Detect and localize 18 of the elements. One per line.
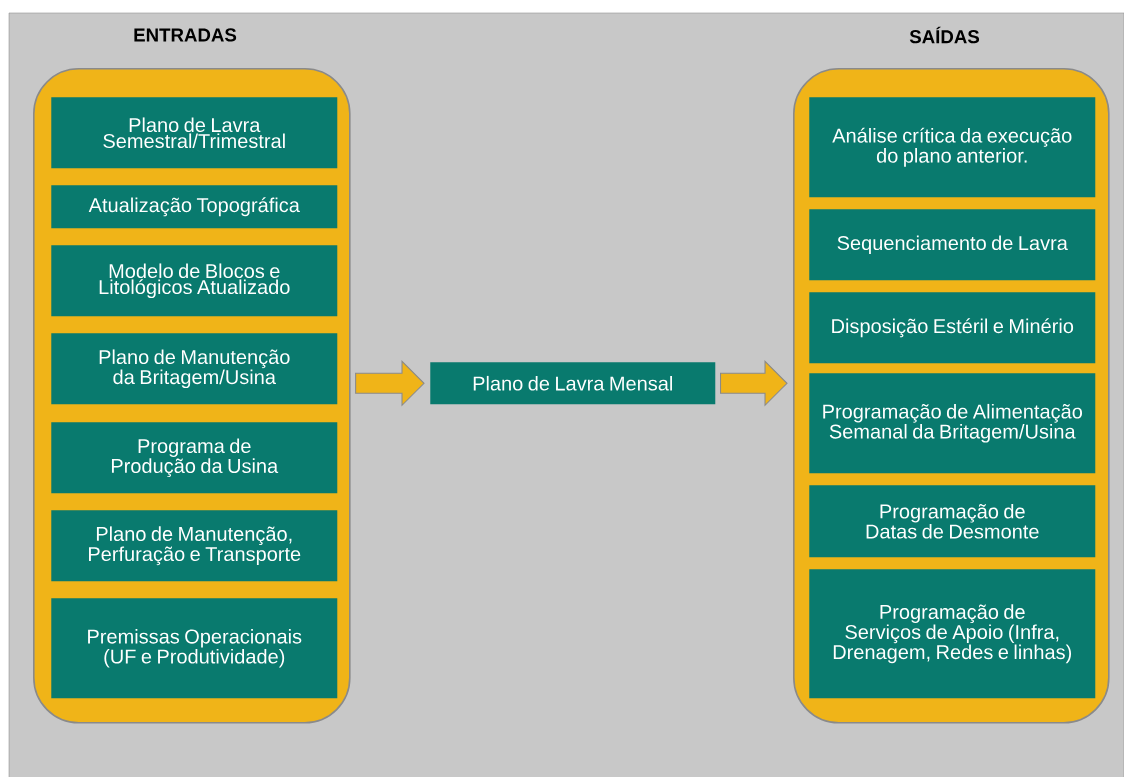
text-box: Modelo de Blocos e Litológicos Atualizado <box>51 245 338 317</box>
text-box: Disposição Estéril e Minério <box>809 292 1096 364</box>
text-box: Plano de Lavra Mensal <box>430 362 716 405</box>
text-box: Premissas Operacionais (UF e Produtividade) <box>51 598 338 699</box>
block-arrow <box>720 359 788 407</box>
column-heading: SAÍDAS <box>909 26 980 44</box>
text-box: Análise crítica da execução do plano anterior. <box>809 97 1096 198</box>
text-box: Programa de Produção da Usina <box>51 422 338 494</box>
text-box: Programação de Alimentação Semanal da Britagem/Usina <box>809 373 1096 474</box>
block-arrow <box>355 359 425 407</box>
text-box: Plano de Lavra Semestral/Trimestral <box>51 97 338 169</box>
text-box: Plano de Manutenção da Britagem/Usina <box>51 333 338 405</box>
text-box: Programação de Datas de Desmonte <box>809 485 1096 558</box>
text-box: Atualização Topográfica <box>51 185 338 229</box>
text-box: Plano de Manutenção, Perfuração e Transporte <box>51 510 338 582</box>
text-box: Programação de Serviços de Apoio (Infra, Drenagem, Redes e linhas) <box>809 569 1096 699</box>
column-heading: ENTRADAS <box>134 28 237 42</box>
text-box: Sequenciamento de Lavra <box>809 209 1096 281</box>
